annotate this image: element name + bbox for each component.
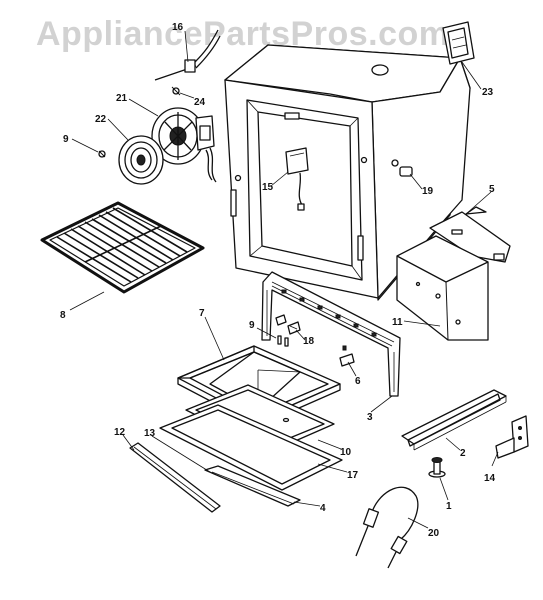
bracket-14 [495, 415, 529, 459]
callout-1: 1 [446, 501, 452, 512]
callout-4: 4 [320, 503, 326, 514]
callout-14: 14 [484, 473, 496, 484]
callout-15: 15 [262, 182, 274, 193]
drawer-slide-2 [401, 389, 507, 451]
callout-18: 18 [303, 336, 315, 347]
left-rail-12 [129, 442, 221, 513]
leveling-leg-1 [428, 457, 446, 478]
callout-7: 7 [199, 308, 205, 319]
light-assembly-15 [285, 147, 309, 211]
lower-rail-4 [204, 465, 301, 507]
gasket-23 [442, 21, 475, 65]
clip-6 [339, 345, 355, 367]
callout-20: 20 [428, 528, 440, 539]
bulb-19 [399, 166, 413, 177]
screw-24 [171, 86, 181, 96]
callout-5: 5 [489, 184, 495, 195]
fan-baffle-22 [118, 135, 164, 185]
callout-labels: 16 24 21 22 9 23 15 19 5 8 11 7 9 18 6 3… [60, 22, 496, 539]
callout-17: 17 [347, 470, 359, 481]
sensor-16 [154, 29, 221, 81]
clip-18 [275, 314, 301, 335]
callout-19: 19 [422, 186, 434, 197]
oven-cavity [224, 44, 471, 301]
heat-shield-11 [396, 235, 489, 341]
callout-11: 11 [392, 317, 403, 328]
callout-2: 2 [460, 448, 466, 459]
callout-22: 22 [95, 114, 107, 125]
oven-bottom-17 [159, 404, 343, 491]
fan-motor-21 [151, 107, 217, 183]
callout-23: 23 [482, 87, 494, 98]
callout-16: 16 [172, 22, 184, 33]
callout-10: 10 [340, 447, 352, 458]
callout-8: 8 [60, 310, 66, 321]
screw-9-upper [98, 150, 106, 158]
leader-lines [69, 30, 499, 529]
callout-24: 24 [194, 97, 206, 108]
callout-12: 12 [114, 427, 126, 438]
callout-9-lower: 9 [249, 320, 255, 331]
callout-3: 3 [367, 412, 373, 423]
front-trim-3 [261, 271, 401, 397]
watermark-text: AppliancePartsPros.com [36, 15, 449, 53]
screw-9-lower [277, 335, 289, 347]
callout-13: 13 [144, 428, 156, 439]
callout-6: 6 [355, 376, 361, 387]
oven-rack-8 [40, 201, 205, 294]
temp-probe-20 [355, 486, 419, 569]
callout-21: 21 [116, 93, 128, 104]
callout-9-upper: 9 [63, 134, 69, 145]
